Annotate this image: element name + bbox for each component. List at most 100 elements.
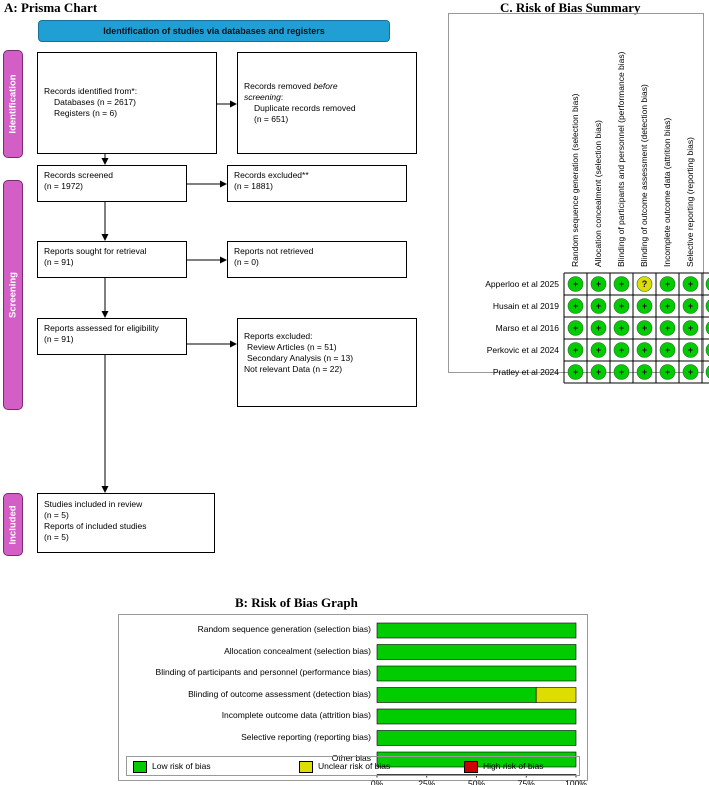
bias-bar-segment <box>376 622 577 639</box>
judgement-dot <box>613 276 630 292</box>
legend-label-unclear: Unclear risk of bias <box>318 761 391 771</box>
reports-excluded-review: Review Articles (n = 51) <box>247 342 337 352</box>
judgement-symbol: + <box>596 323 601 333</box>
judgement-dot <box>682 276 699 292</box>
judgement-dot <box>613 298 630 314</box>
records-removed-emphasis: before <box>313 81 338 91</box>
judgement-symbol: + <box>573 345 578 355</box>
x-tick-label: 50% <box>468 779 485 785</box>
records-screened-label: Records screened <box>44 170 113 180</box>
judgement-dot <box>682 342 699 358</box>
panel-b-title: B: Risk of Bias Graph <box>235 595 358 610</box>
prisma-banner: Identification of studies via databases … <box>38 20 390 42</box>
judgement-symbol: + <box>619 301 624 311</box>
records-excluded-count: (n = 1881) <box>234 181 273 191</box>
judgement-symbol: + <box>688 323 693 333</box>
reports-excluded-box: Reports excluded: Review Articles (n = 5… <box>237 318 417 407</box>
study-label: Husain et al 2019 <box>492 301 559 311</box>
records-identified-line1: Records identified from*: <box>44 86 138 96</box>
judgement-symbol: ? <box>642 279 648 289</box>
legend-swatch-low <box>133 761 147 773</box>
judgement-symbol: + <box>596 367 601 377</box>
studies-included-box: Studies included in review (n = 5) Repor… <box>37 493 215 553</box>
judgement-dot <box>682 364 699 380</box>
judgement-dot <box>659 276 676 292</box>
legend-swatch-high <box>464 761 478 773</box>
phase-identification: Identification <box>3 50 23 158</box>
reports-sought-box: Reports sought for retrieval (n = 91) <box>37 241 187 278</box>
judgement-symbol: + <box>688 279 693 289</box>
records-identified-box: Records identified from*: Databases (n =… <box>37 52 217 154</box>
judgement-dot <box>636 364 653 380</box>
bias-domain-label: Incomplete outcome data (attrition bias) <box>221 710 371 720</box>
reports-not-retrieved-count: (n = 0) <box>234 257 259 267</box>
judgement-symbol: + <box>642 323 647 333</box>
judgement-symbol: + <box>596 279 601 289</box>
bias-domain-label: Blinding of outcome assessment (detectio… <box>188 688 371 699</box>
judgement-symbol: + <box>688 345 693 355</box>
judgement-symbol: + <box>642 345 647 355</box>
x-tick-label: 75% <box>518 779 535 785</box>
judgement-dot <box>705 277 709 291</box>
judgement-dot <box>705 321 709 335</box>
judgement-dot <box>659 320 676 336</box>
judgement-dot <box>590 364 607 380</box>
judgement-dot <box>590 276 607 292</box>
phase-screening: Screening <box>3 180 23 410</box>
records-excluded-box: Records excluded** (n = 1881) <box>227 165 407 202</box>
study-label: Marso et al 2016 <box>495 323 559 333</box>
judgement-dot <box>705 299 709 313</box>
judgement-symbol: + <box>596 345 601 355</box>
judgement-dot <box>705 365 709 379</box>
judgement-dot <box>636 298 653 314</box>
judgement-symbol: + <box>619 323 624 333</box>
judgement-dot <box>682 298 699 314</box>
judgement-dot <box>613 364 630 380</box>
judgement-symbol: + <box>619 345 624 355</box>
x-tick-label: 0% <box>371 779 384 785</box>
records-removed-box: Records removed before screening: Duplic… <box>237 52 417 154</box>
judgement-symbol: + <box>642 301 647 311</box>
judgement-symbol: + <box>665 279 670 289</box>
judgement-symbol: + <box>665 367 670 377</box>
judgement-dot <box>590 298 607 314</box>
bias-domain-label: Other bias <box>331 753 371 763</box>
bias-bar-segment <box>376 708 577 725</box>
bias-bar-segment <box>535 687 577 703</box>
judgement-dot <box>567 320 584 336</box>
judgement-dot <box>636 342 653 358</box>
judgement-dot <box>659 298 676 314</box>
judgement-symbol: + <box>642 367 647 377</box>
judgement-symbol: + <box>573 323 578 333</box>
bias-domain-label: Selective reporting (reporting bias) <box>241 731 371 742</box>
bias-domain-label: Blinding of participants and personnel (… <box>155 667 371 677</box>
records-identified-registers: Registers (n = 6) <box>54 108 118 118</box>
judgement-symbol: + <box>573 279 578 289</box>
legend-label-high: High risk of bias <box>483 761 544 771</box>
panel-c-title: C. Risk of Bias Summary <box>500 0 641 15</box>
rob-graph-frame <box>118 614 588 781</box>
reports-not-retrieved-box: Reports not retrieved (n = 0) <box>227 241 407 278</box>
legend-swatch-unclear <box>299 761 313 773</box>
panel-a-title: A: Prisma Chart <box>4 0 98 15</box>
records-identified-databases: Databases (n = 2617) <box>54 97 136 107</box>
judgement-symbol: + <box>573 367 578 377</box>
x-tick-label: 25% <box>418 779 435 785</box>
judgement-dot <box>590 320 607 336</box>
judgement-dot <box>567 276 584 292</box>
judgement-dot <box>613 320 630 336</box>
study-label: Pratley et al 2024 <box>492 367 559 377</box>
reports-assessed-box: Reports assessed for eligibility (n = 91… <box>37 318 187 355</box>
judgement-symbol: + <box>665 345 670 355</box>
rob-graph-legend: Low risk of bias Unclear risk of bias Hi… <box>126 756 580 776</box>
bias-domain-label: Random sequence generation (selection bi… <box>197 624 371 634</box>
bias-bar-segment <box>376 644 577 660</box>
judgement-dot <box>659 364 676 380</box>
studies-included-label: Studies included in review <box>44 499 143 509</box>
judgement-dot <box>682 320 699 336</box>
judgement-symbol: + <box>688 367 693 377</box>
reports-not-retrieved-label: Reports not retrieved <box>234 246 314 256</box>
records-screened-count: (n = 1972) <box>44 181 83 191</box>
